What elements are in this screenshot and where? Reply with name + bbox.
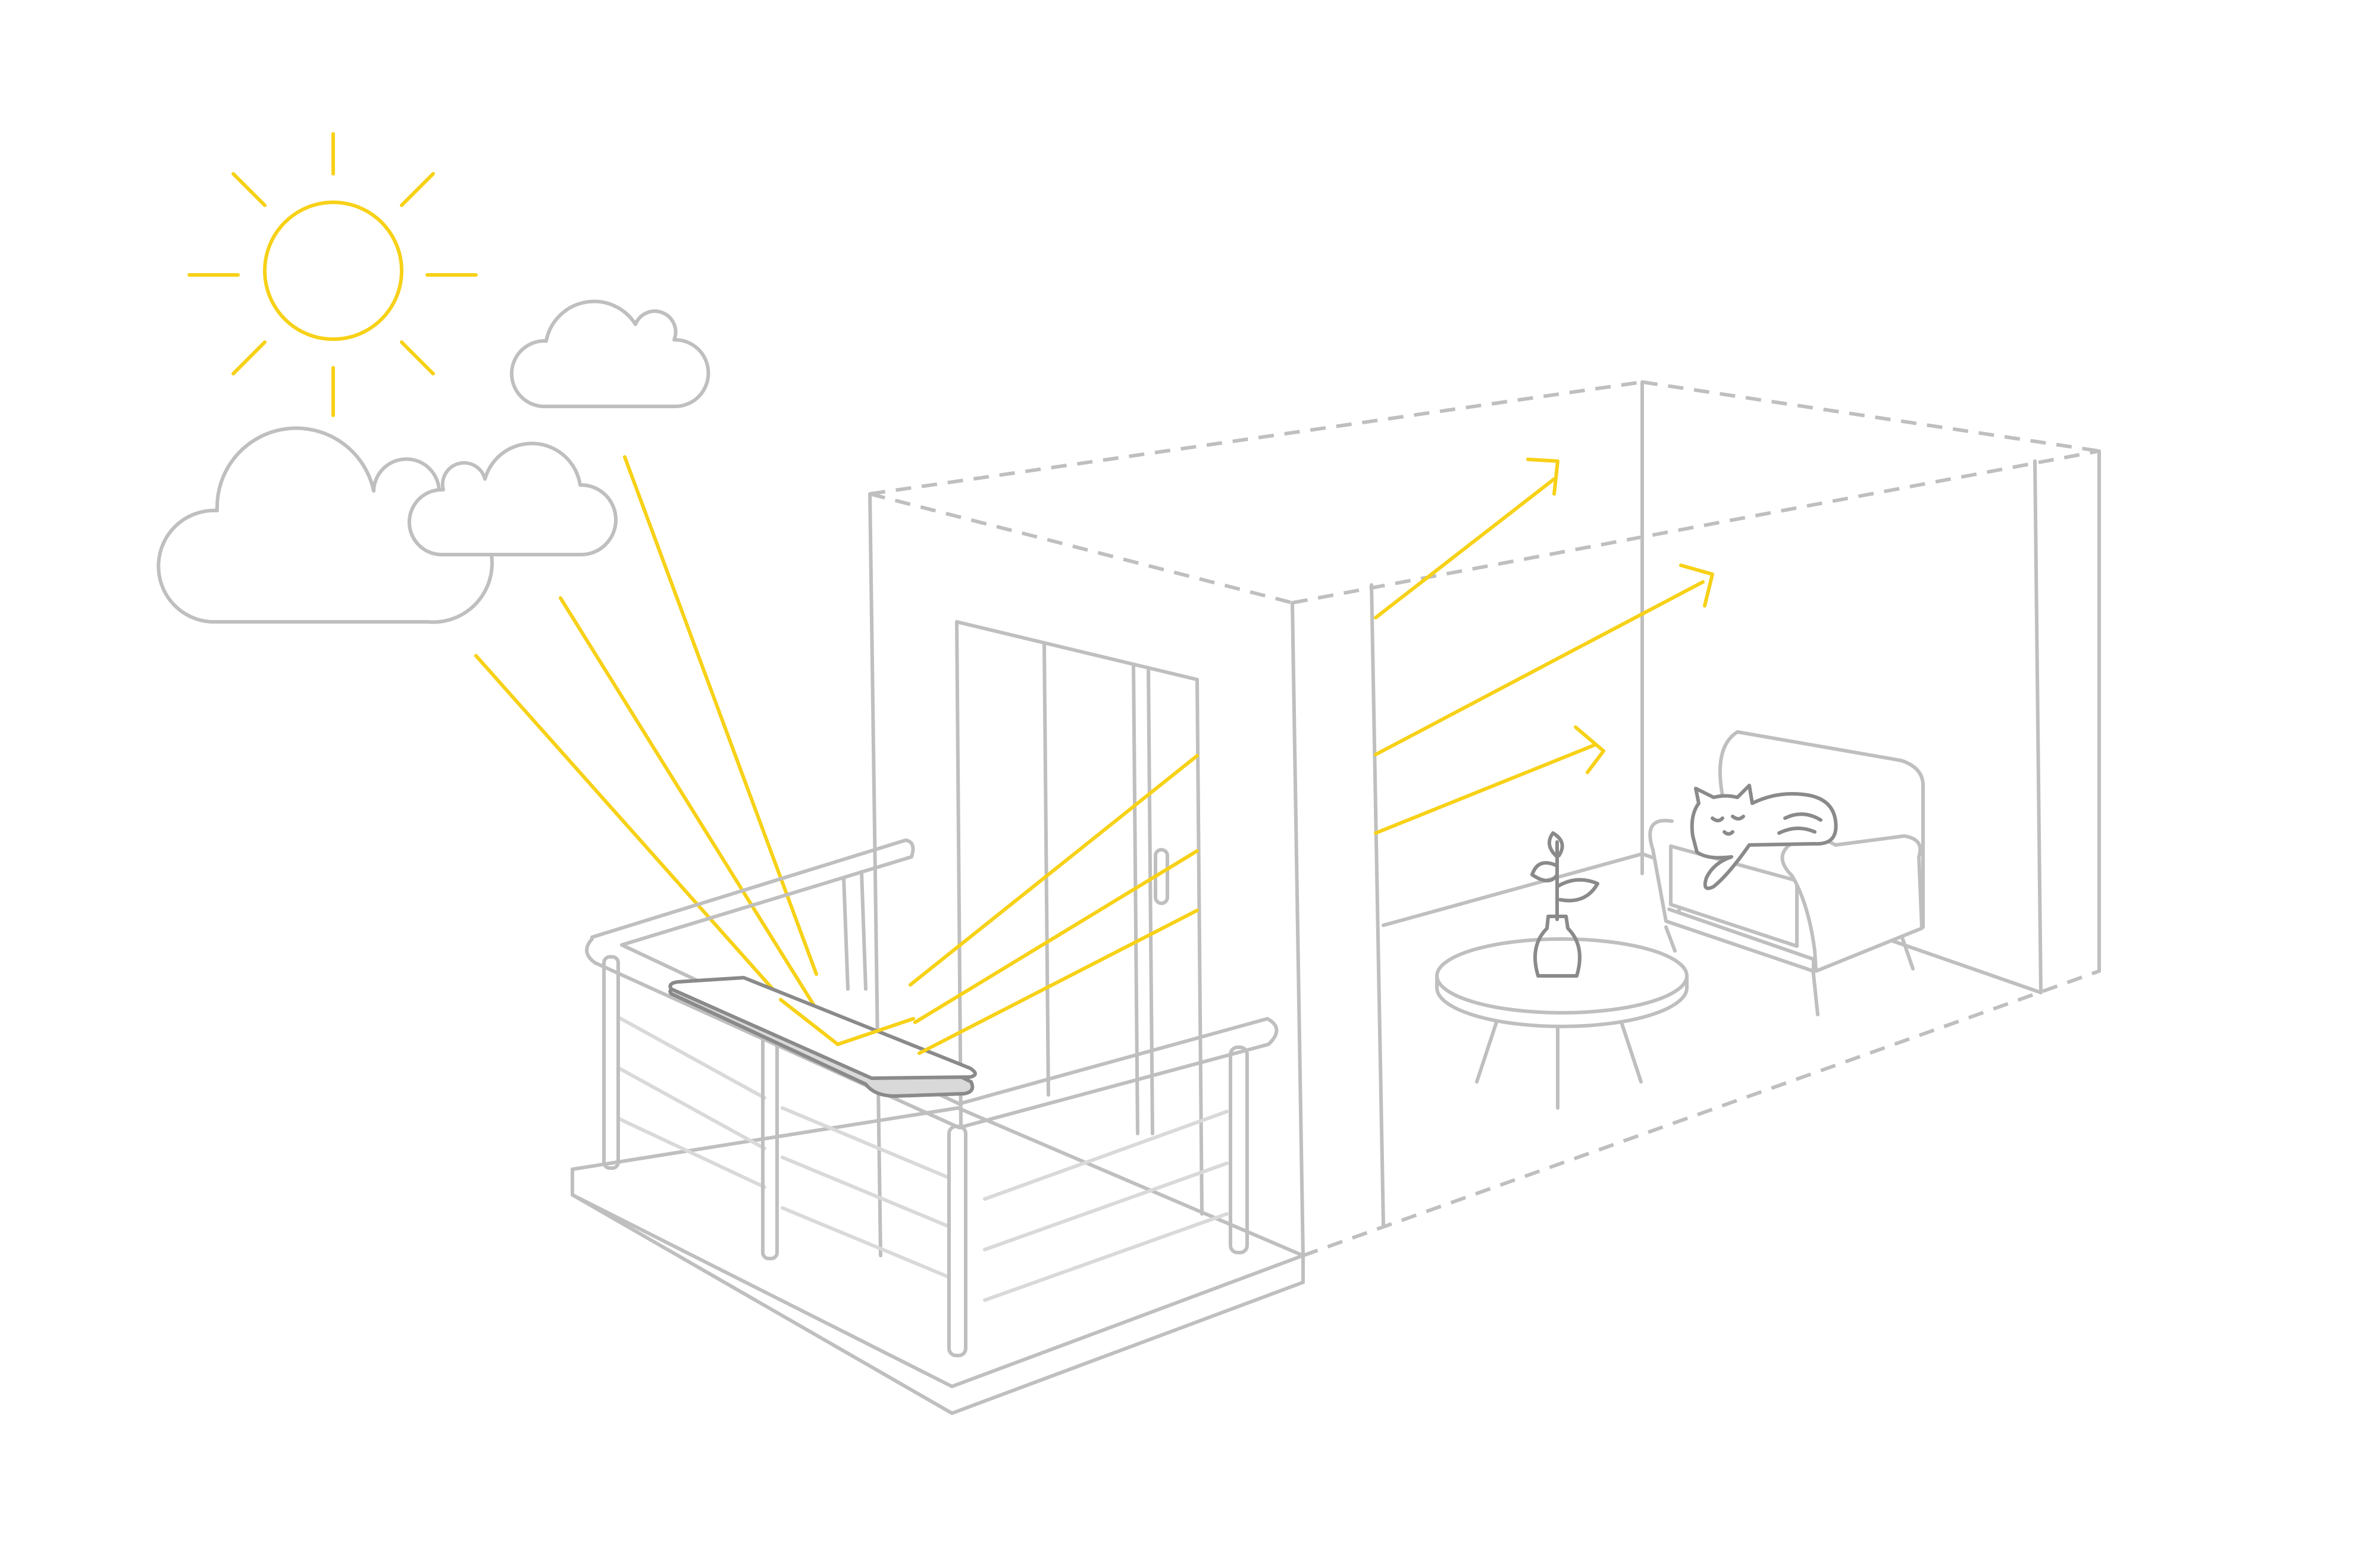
sun-disc	[263, 201, 403, 341]
reflected-light-arrow	[1374, 458, 1559, 619]
reflected-light-arrow	[1374, 725, 1605, 835]
room-outline	[868, 380, 2101, 1257]
cloud-icon	[408, 442, 618, 556]
sun-ray	[231, 340, 267, 375]
cat-icon	[1690, 784, 1838, 890]
sun-ray	[231, 172, 267, 207]
sun-ray	[400, 172, 435, 207]
balcony-railing	[571, 838, 1305, 1415]
reflector-panel	[668, 976, 977, 1098]
reflected-light-arrow	[1374, 564, 1714, 756]
armchair	[1648, 730, 1925, 1016]
sun-ray	[400, 340, 435, 375]
incoming-sunlight	[474, 455, 841, 1047]
side-table	[1435, 937, 1689, 1110]
sun-icon	[187, 132, 478, 417]
plant-vase	[1530, 831, 1599, 978]
cloud-icon	[510, 299, 710, 408]
reflected-light	[779, 754, 1199, 1055]
